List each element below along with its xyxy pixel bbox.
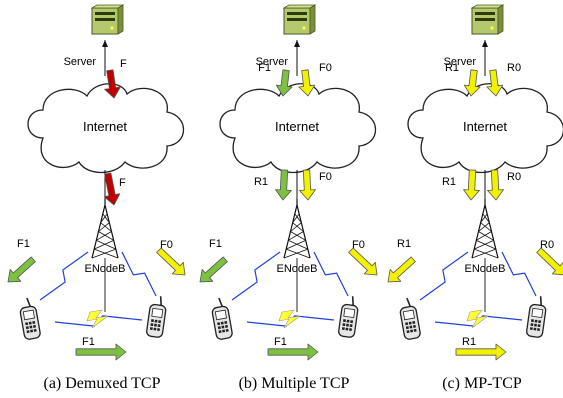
lightning-right [313, 251, 349, 297]
cell-tower-icon [283, 199, 311, 259]
left-arrow-label: F1 [209, 238, 222, 250]
right-arrow-label: F0 [352, 239, 365, 251]
top-arrow-left-label: R1 [445, 62, 459, 74]
right-arrow [348, 247, 378, 276]
server-label: Server [64, 56, 97, 68]
top-arrow-right-label: F0 [319, 62, 332, 74]
server-label: Server [444, 56, 477, 68]
top-arrow-right-label: R0 [507, 62, 521, 74]
internet-cloud [219, 83, 376, 174]
lightning-flash [86, 309, 109, 329]
lightning-left [39, 251, 89, 301]
left-arrow [387, 256, 416, 283]
top-arrow-left-label: F1 [258, 62, 271, 74]
right-arrow-label: F0 [160, 239, 173, 251]
internet-label: Internet [275, 119, 319, 134]
top-arrow-left [463, 69, 481, 97]
phone-left-icon [399, 297, 421, 340]
left-arrow-label: F1 [17, 238, 30, 250]
mid-arrow-left-label: R1 [442, 176, 456, 188]
bottom-arrow [75, 343, 127, 361]
phone-right-icon [146, 296, 167, 338]
internet-label: Internet [463, 119, 507, 134]
mid-arrow-left [463, 169, 480, 201]
server-icon [282, 4, 317, 35]
server-link-head [482, 40, 488, 47]
bottom-arrow [267, 343, 319, 361]
bottom-arrow-label: F1 [274, 336, 287, 348]
mid-arrow-right [487, 169, 504, 201]
server-link-head [294, 40, 300, 47]
right-arrow-label: R0 [540, 239, 554, 251]
cell-tower-icon [471, 199, 499, 259]
left-arrow [7, 256, 36, 283]
right-arrow [536, 247, 563, 276]
top-arrow-label: F [120, 58, 127, 70]
lightning-left [231, 251, 281, 301]
mid-arrow-label: F [119, 177, 126, 189]
lightning-right [121, 251, 157, 297]
panel-caption: (c) MP-TCP [442, 375, 522, 392]
lightning-right [501, 251, 537, 297]
mid-arrow-left-label: R1 [254, 176, 268, 188]
lightning-flash [466, 309, 489, 329]
cell-tower-icon [91, 199, 119, 259]
top-arrow-right [486, 69, 504, 97]
bottom-arrow-label: F1 [82, 336, 95, 348]
right-arrow [156, 247, 186, 276]
bottom-arrow [455, 343, 507, 361]
internet-label: Internet [83, 119, 127, 134]
lightning-left [419, 251, 469, 301]
internet-cloud [27, 83, 184, 174]
panel-caption: (a) Demuxed TCP [43, 375, 160, 392]
phone-left-icon [211, 297, 233, 340]
mid-arrow-right [299, 169, 316, 201]
lightning-flash [278, 309, 301, 329]
bottom-arrow-label: R1 [462, 336, 476, 348]
top-arrow [104, 69, 121, 99]
mid-arrow [103, 172, 121, 206]
mid-arrow-right-label: F0 [319, 171, 332, 183]
panel-caption: (b) Multiple TCP [239, 375, 350, 392]
mid-arrow-right-label: R0 [507, 171, 521, 183]
internet-cloud [407, 83, 563, 174]
top-arrow-right [298, 69, 316, 97]
phone-left-icon [19, 297, 41, 340]
top-arrow-left [275, 69, 293, 97]
server-label: Server [256, 56, 289, 68]
server-link-head [102, 40, 108, 47]
phone-right-icon [338, 296, 359, 338]
server-icon [470, 4, 505, 35]
left-arrow-label: R1 [397, 238, 411, 250]
mid-arrow-left [275, 169, 292, 201]
server-icon [90, 4, 125, 35]
left-arrow [199, 256, 228, 283]
phone-right-icon [526, 296, 547, 338]
